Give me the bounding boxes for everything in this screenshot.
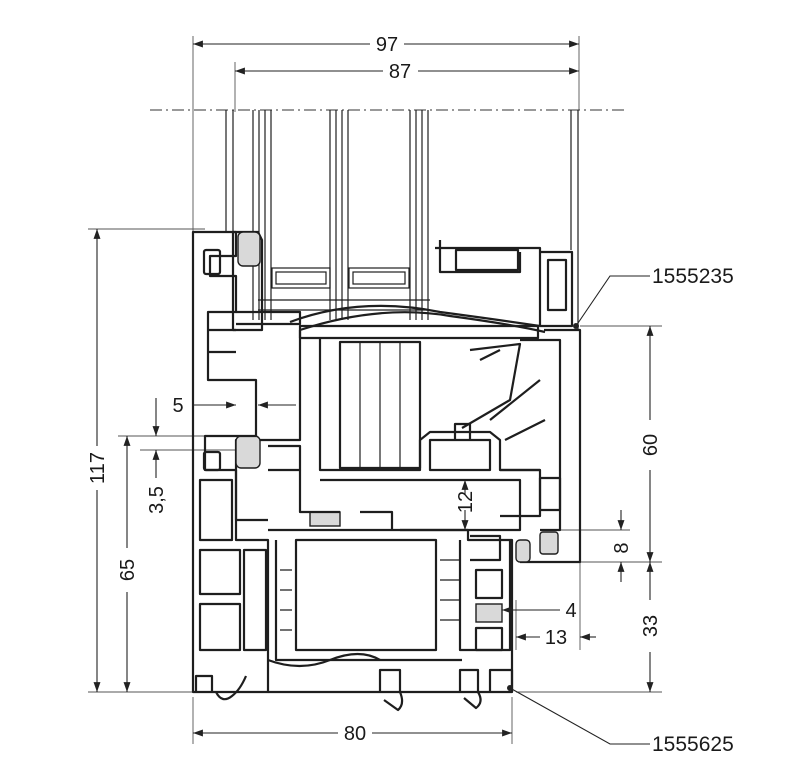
- leader-lines: [507, 275, 650, 745]
- dim-65: 65: [117, 559, 139, 581]
- frame-profile: [191, 230, 514, 712]
- leader-dot-sash: [573, 323, 579, 329]
- dim-3-5: 3,5: [146, 486, 168, 514]
- dim-5: 5: [172, 395, 183, 417]
- dim-4: 4: [565, 600, 576, 622]
- dimension-labels: 97 87 117 65 3,5 5 12 60 8 33 4 13 80: [87, 34, 662, 745]
- leader-dot-frame: [507, 685, 513, 691]
- dim-13: 13: [545, 627, 567, 649]
- dimension-lines: [93, 40, 654, 737]
- sash-profile: [231, 230, 582, 564]
- part-number-sash: 1555235: [652, 265, 734, 288]
- triple-glazing: [225, 110, 579, 330]
- part-number-frame: 1555625: [652, 733, 734, 756]
- part-number-labels: 1555235 1555625: [652, 265, 734, 756]
- dim-117: 117: [87, 452, 109, 484]
- dim-97: 97: [376, 34, 398, 56]
- dim-8: 8: [611, 542, 633, 553]
- dim-33: 33: [640, 615, 662, 637]
- dim-80: 80: [344, 723, 366, 745]
- dim-12: 12: [455, 491, 477, 513]
- extension-lines: [88, 36, 662, 744]
- dim-87: 87: [389, 61, 411, 83]
- dim-60: 60: [640, 434, 662, 456]
